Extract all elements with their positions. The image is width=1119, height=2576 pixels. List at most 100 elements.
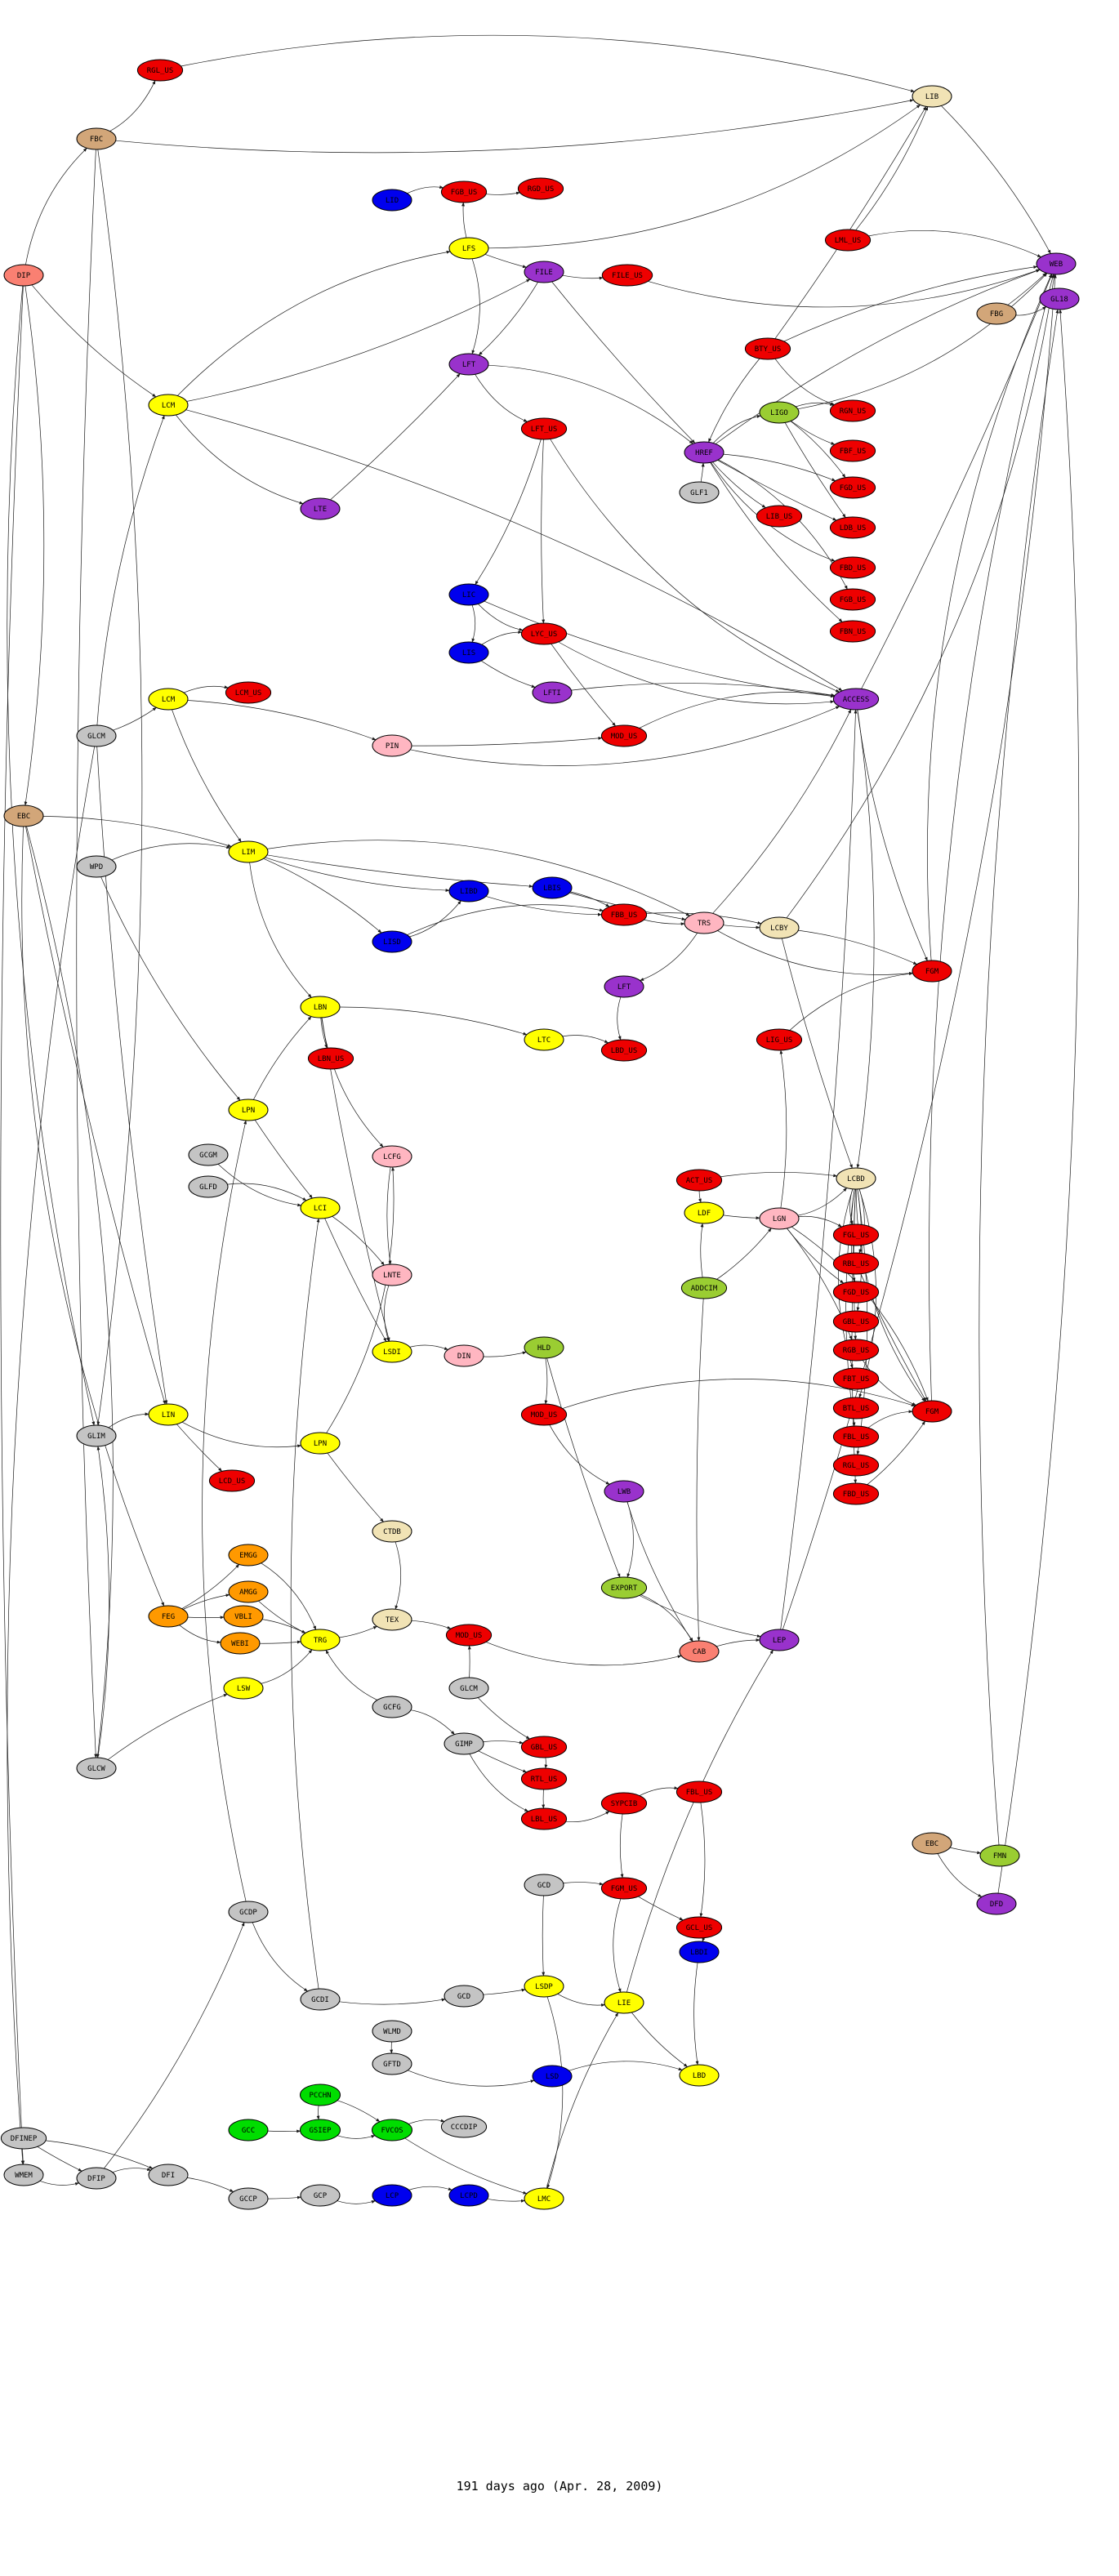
node-shape-lim[interactable]	[228, 840, 269, 863]
node-shape-fbl2[interactable]	[675, 1780, 723, 1803]
node-shape-amgg[interactable]	[228, 1580, 269, 1603]
node-shape-col9[interactable]	[832, 1454, 880, 1477]
node-shape-file[interactable]	[524, 261, 564, 283]
node-fbf[interactable]: FBF_US	[829, 439, 876, 462]
node-shape-lcmus[interactable]	[225, 681, 272, 704]
node-lcm1[interactable]: LCM	[148, 394, 189, 417]
node-shape-lbd1[interactable]	[600, 1039, 648, 1062]
node-fmn[interactable]: FMN	[979, 1844, 1020, 1867]
node-lin[interactable]: LIN	[148, 1403, 189, 1426]
node-lgn[interactable]: LGN	[759, 1207, 800, 1230]
node-shape-mod1[interactable]	[600, 724, 648, 747]
node-shape-lcm1[interactable]	[148, 394, 189, 417]
node-shape-lbn[interactable]	[300, 996, 341, 1018]
node-lcdus[interactable]: LCD_US	[208, 1469, 256, 1492]
node-shape-lft1[interactable]	[448, 353, 489, 376]
node-shape-glcm1[interactable]	[76, 724, 117, 747]
node-shape-rgn[interactable]	[829, 399, 876, 422]
node-b3[interactable]: LIBD	[448, 880, 489, 902]
node-shape-col5[interactable]	[832, 1339, 880, 1362]
node-shape-cab[interactable]	[679, 1640, 720, 1663]
node-shape-glf1[interactable]	[679, 481, 720, 504]
node-b4[interactable]: LBIS	[532, 876, 573, 899]
node-gcfg[interactable]: GCFG	[372, 1696, 412, 1718]
node-dfinep[interactable]: DFINEP	[0, 2127, 47, 2150]
node-shape-gsiep[interactable]	[300, 2119, 341, 2141]
node-shape-mod3[interactable]	[445, 1624, 493, 1647]
node-shape-pin[interactable]	[372, 734, 412, 757]
node-shape-webi[interactable]	[220, 1632, 261, 1655]
node-shape-fgm2[interactable]	[912, 1400, 952, 1423]
node-shape-ldf[interactable]	[684, 1201, 724, 1224]
node-glcw[interactable]: GLCW	[76, 1757, 117, 1780]
node-shape-glcm2[interactable]	[448, 1677, 489, 1700]
node-shape-emgg[interactable]	[228, 1544, 269, 1567]
node-addcim[interactable]: ADDCIM	[680, 1277, 728, 1299]
node-lep[interactable]: LEP	[759, 1629, 800, 1651]
node-shape-hld[interactable]	[524, 1336, 564, 1359]
node-shape-lcby[interactable]	[759, 916, 800, 939]
node-shape-col4[interactable]	[832, 1310, 880, 1333]
node-shape-lnte[interactable]	[372, 1263, 412, 1286]
node-lfs[interactable]: LFS	[448, 237, 489, 260]
node-shape-gcgm[interactable]	[188, 1143, 229, 1166]
node-lcfg[interactable]: LCFG	[372, 1145, 412, 1168]
node-fvcos[interactable]: FVCOS	[372, 2119, 412, 2141]
node-shape-gbl[interactable]	[520, 1736, 568, 1758]
node-shape-gcp[interactable]	[300, 2184, 341, 2207]
node-shape-rgd1[interactable]	[517, 177, 564, 200]
node-libus[interactable]: LIB_US	[756, 505, 803, 528]
node-shape-lbl[interactable]	[520, 1807, 568, 1830]
node-shape-fgm1[interactable]	[912, 960, 952, 983]
node-shape-col10[interactable]	[832, 1482, 880, 1505]
node-fbc[interactable]: FBC	[76, 127, 117, 150]
node-web[interactable]: WEB	[1036, 252, 1077, 275]
node-b7[interactable]: LSD	[532, 2065, 573, 2088]
node-shape-lcbd[interactable]	[836, 1167, 876, 1190]
node-b1[interactable]: LID	[372, 189, 412, 212]
node-shape-tex[interactable]	[372, 1608, 412, 1631]
node-shape-b4[interactable]	[532, 876, 573, 899]
node-shape-lie[interactable]	[604, 1991, 644, 2014]
node-wlmd[interactable]: WLMD	[372, 2020, 412, 2043]
node-shape-lpn2[interactable]	[300, 1432, 341, 1455]
node-bty[interactable]: BTY_US	[744, 337, 791, 360]
node-glfd[interactable]: GLFD	[188, 1175, 229, 1198]
node-shape-gftd[interactable]	[372, 2052, 412, 2075]
node-shape-href[interactable]	[684, 441, 724, 464]
node-rgn[interactable]: RGN_US	[829, 399, 876, 422]
node-lbn[interactable]: LBN	[300, 996, 341, 1018]
node-ldf[interactable]: LDF	[684, 1201, 724, 1224]
node-shape-lmc[interactable]	[524, 2187, 564, 2210]
node-cab[interactable]: CAB	[679, 1640, 720, 1663]
node-lim[interactable]: LIM	[228, 840, 269, 863]
node-shape-access[interactable]	[832, 688, 880, 711]
node-shape-fileus[interactable]	[601, 264, 653, 287]
node-dip[interactable]: DIP	[3, 264, 44, 287]
node-lnte[interactable]: LNTE	[372, 1263, 412, 1286]
node-lie[interactable]: LIE	[604, 1991, 644, 2014]
node-ctdb[interactable]: CTDB	[372, 1520, 412, 1543]
node-shape-gcdp[interactable]	[228, 1901, 269, 1923]
node-shape-b5[interactable]	[372, 930, 412, 953]
node-shape-dip[interactable]	[3, 264, 44, 287]
node-gccp[interactable]: GCCP	[228, 2187, 269, 2210]
node-fgm1[interactable]: FGM	[912, 960, 952, 983]
node-shape-lsdi[interactable]	[372, 1340, 412, 1363]
node-shape-col3[interactable]	[832, 1281, 880, 1304]
node-col6[interactable]: FBT_US	[832, 1367, 880, 1390]
node-dfd[interactable]: DFD	[976, 1892, 1017, 1915]
node-col10[interactable]: FBD_US	[832, 1482, 880, 1505]
node-shape-lcm2[interactable]	[148, 688, 189, 711]
node-glcm2[interactable]: GLCM	[448, 1677, 489, 1700]
node-lyc[interactable]: LYC_US	[520, 622, 568, 645]
node-fbb[interactable]: FBB_US	[600, 903, 648, 926]
node-export[interactable]: EXPORT	[600, 1576, 648, 1599]
node-shape-fbg[interactable]	[976, 302, 1017, 325]
node-ebc1[interactable]: EBC	[3, 804, 44, 827]
node-shape-b7[interactable]	[532, 2065, 573, 2088]
node-gcdp[interactable]: GCDP	[228, 1901, 269, 1923]
node-shape-fbf[interactable]	[829, 439, 876, 462]
node-lml[interactable]: LML_US	[824, 229, 872, 252]
node-col7[interactable]: BTL_US	[832, 1397, 880, 1419]
